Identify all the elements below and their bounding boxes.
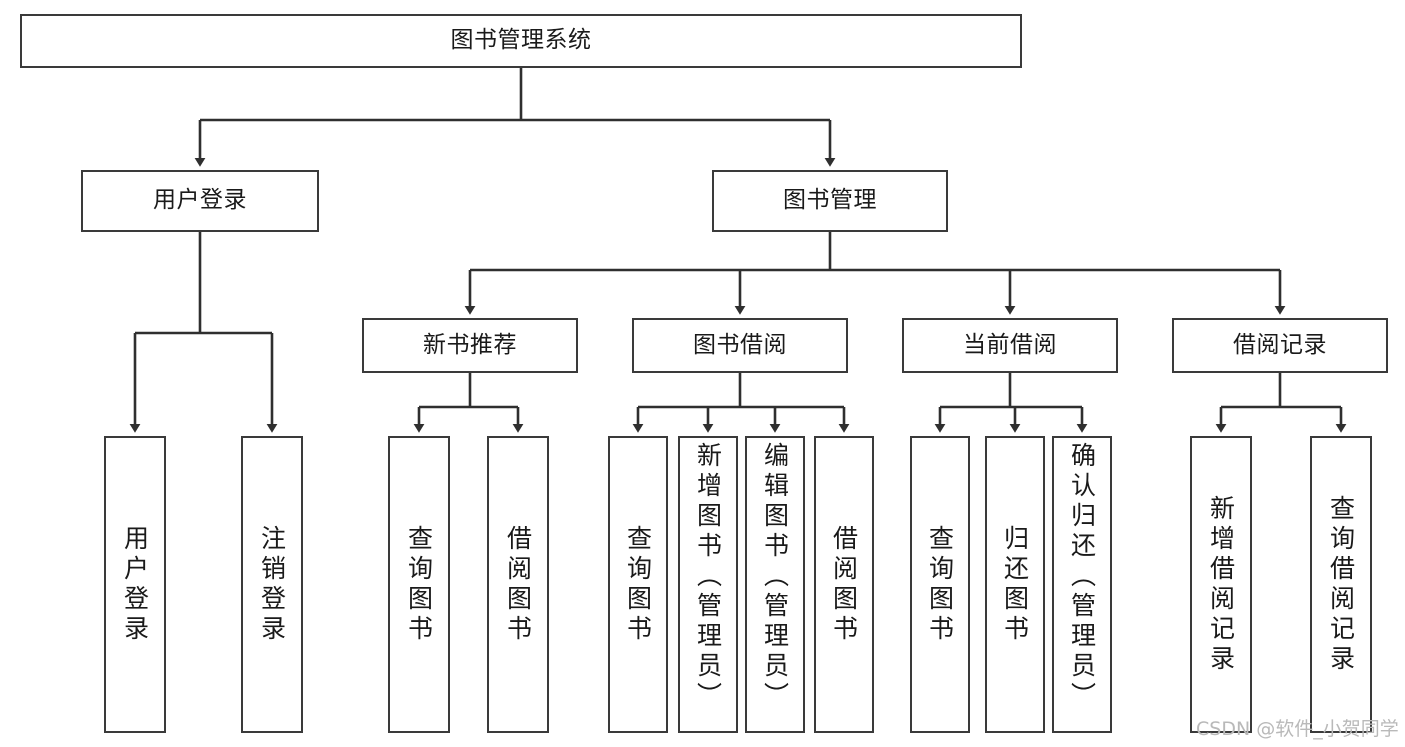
node-book-borrow[interactable]: 图书借阅	[632, 318, 848, 373]
node-leaf-edit-book[interactable]: 编辑图书（管理员）	[745, 436, 805, 733]
node-label-new-book-rec: 新书推荐	[423, 331, 517, 358]
node-leaf-borrow-book-2[interactable]: 借阅图书	[814, 436, 874, 733]
node-leaf-query-record[interactable]: 查询借阅记录	[1310, 436, 1372, 733]
node-label-leaf-logout: 注销登录	[257, 524, 287, 645]
node-label-leaf-return-book: 归还图书	[1000, 524, 1030, 645]
node-leaf-return-book[interactable]: 归还图书	[985, 436, 1045, 733]
node-label-leaf-borrow-book-2: 借阅图书	[829, 524, 859, 645]
node-book-manage[interactable]: 图书管理	[712, 170, 948, 232]
node-label-leaf-confirm-return: 确认归还（管理员）	[1067, 442, 1097, 712]
node-label-leaf-user-login: 用户登录	[120, 524, 150, 645]
node-label-leaf-add-record: 新增借阅记录	[1206, 494, 1236, 675]
node-label-leaf-query-book-1: 查询图书	[404, 524, 434, 645]
node-label-borrow-record: 借阅记录	[1233, 331, 1327, 358]
node-leaf-query-book-3[interactable]: 查询图书	[910, 436, 970, 733]
node-label-root: 图书管理系统	[450, 27, 592, 54]
node-label-book-borrow: 图书借阅	[693, 331, 787, 358]
node-borrow-record[interactable]: 借阅记录	[1172, 318, 1388, 373]
node-leaf-add-record[interactable]: 新增借阅记录	[1190, 436, 1252, 733]
node-leaf-logout[interactable]: 注销登录	[241, 436, 303, 733]
node-user-login[interactable]: 用户登录	[81, 170, 319, 232]
node-label-leaf-borrow-book-1: 借阅图书	[503, 524, 533, 645]
node-label-leaf-query-book-3: 查询图书	[925, 524, 955, 645]
node-label-leaf-add-book: 新增图书（管理员）	[693, 442, 723, 712]
node-label-user-login: 用户登录	[153, 187, 247, 214]
node-label-current-borrow: 当前借阅	[963, 331, 1057, 358]
node-leaf-query-book-1[interactable]: 查询图书	[388, 436, 450, 733]
node-leaf-borrow-book-1[interactable]: 借阅图书	[487, 436, 549, 733]
node-label-leaf-query-book-2: 查询图书	[623, 524, 653, 645]
node-new-book-rec[interactable]: 新书推荐	[362, 318, 578, 373]
node-leaf-confirm-return[interactable]: 确认归还（管理员）	[1052, 436, 1112, 733]
node-current-borrow[interactable]: 当前借阅	[902, 318, 1118, 373]
node-label-leaf-edit-book: 编辑图书（管理员）	[760, 442, 790, 712]
node-label-leaf-query-record: 查询借阅记录	[1326, 494, 1356, 675]
node-leaf-add-book[interactable]: 新增图书（管理员）	[678, 436, 738, 733]
node-leaf-query-book-2[interactable]: 查询图书	[608, 436, 668, 733]
node-root[interactable]: 图书管理系统	[20, 14, 1022, 68]
node-leaf-user-login[interactable]: 用户登录	[104, 436, 166, 733]
node-label-book-manage: 图书管理	[783, 187, 877, 214]
csdn-watermark: CSDN @软件_小贺同学	[1196, 718, 1399, 740]
